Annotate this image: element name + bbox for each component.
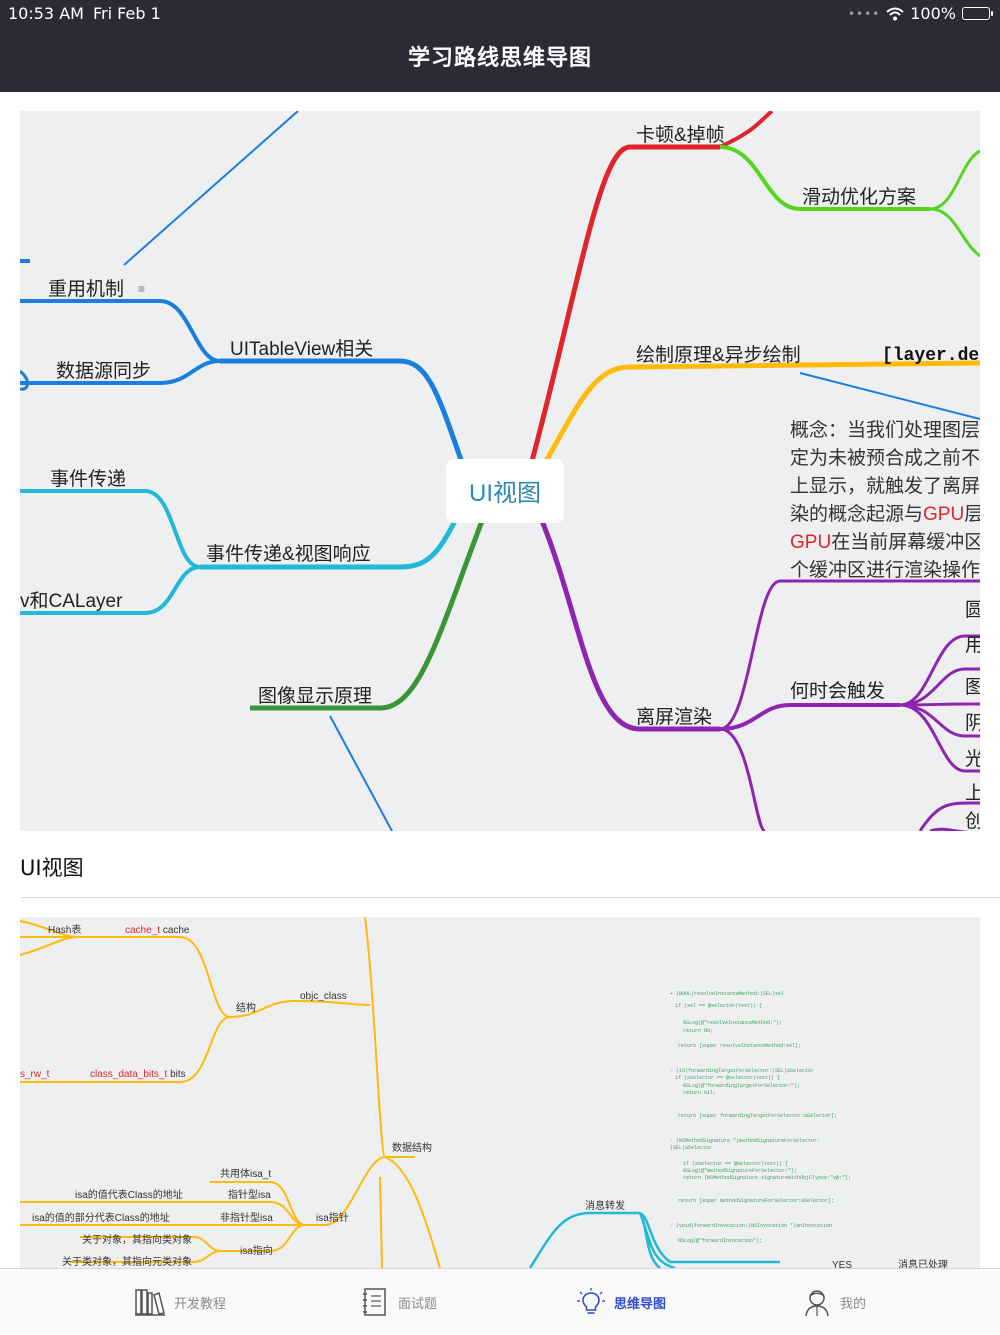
battery-percent: 100%	[910, 4, 956, 23]
node-stutter: 卡顿&掉帧	[636, 124, 725, 146]
node-calayer: v和CALayer	[20, 590, 123, 612]
lightbulb-icon	[577, 1288, 605, 1314]
rt-isa-val1: isa的值代表Class的地址	[75, 1188, 183, 1201]
concept-line-5: GPU在当前屏幕缓冲区	[790, 531, 980, 553]
rt-cache: cache_t cache	[125, 925, 190, 936]
top-bar: 10:53 AM Fri Feb 1 •••• 100% 学习路线思维导图	[0, 0, 1000, 92]
node-scroll-opt: 滑动优化方案	[802, 186, 916, 208]
node-reuse: 重用机制	[48, 278, 124, 300]
rt-rw: s_rw_t	[20, 1069, 50, 1080]
trigger-item-2: 用	[965, 635, 980, 656]
note-icon: ≡	[138, 282, 145, 296]
tab-interview-label: 面试题	[398, 1296, 438, 1312]
rt-yes: YES	[832, 1260, 852, 1268]
svg-text:+ (BOOL)resolveInstanceMethod:: + (BOOL)resolveInstanceMethod:(SEL)sel	[670, 991, 784, 997]
rt-msg-done: 消息已处理	[898, 1258, 948, 1268]
rt-bits: class_data_bits_t bits	[90, 1069, 186, 1080]
svg-text:- (void)forwardInvocation:(NSI: - (void)forwardInvocation:(NSInvocation …	[670, 1223, 832, 1229]
svg-text:(SEL)aSelector: (SEL)aSelector	[670, 1145, 712, 1151]
node-trigger: 何时会触发	[790, 680, 885, 702]
svg-text:- (id)forwardingTargetForSelec: - (id)forwardingTargetForSelector:(SEL)a…	[670, 1068, 814, 1074]
rt-about-obj: 关于对象，其指向类对象	[82, 1233, 192, 1246]
concept-line-6: 个缓冲区进行渲染操作	[790, 559, 980, 581]
notebook-icon	[363, 1288, 386, 1316]
rt-ptr-isa: 指针型isa	[228, 1188, 271, 1201]
rt-about-cls: 关于类对象，其指向元类对象	[62, 1255, 192, 1268]
tab-tutorials-label: 开发教程	[174, 1296, 227, 1312]
rt-objc-class: objc_class	[300, 991, 347, 1002]
trigger-item-4: 阴	[965, 712, 980, 734]
svg-text:NSLog(@"forwardInvocation");: NSLog(@"forwardInvocation");	[678, 1238, 762, 1244]
node-datasync: 数据源同步	[56, 360, 151, 382]
svg-text:if (sel == @selector(test)) {: if (sel == @selector(test)) {	[675, 1003, 762, 1009]
wifi-icon	[886, 7, 904, 20]
tab-mindmap[interactable]: 思维导图	[576, 1269, 666, 1335]
node-draw: 绘制原理&异步绘制	[636, 344, 801, 366]
svg-text:if (aSelector == @selector(tes: if (aSelector == @selector(test)) {	[675, 1075, 780, 1081]
signal-icon: ••••	[847, 6, 881, 21]
rt-isa-ptr: isa指针	[316, 1211, 349, 1224]
node-event-pass: 事件传递	[50, 468, 126, 490]
rt-hash: Hash表	[48, 923, 81, 936]
card-divider	[20, 897, 1000, 898]
rt-isa-val2: isa的值的部分代表Class的地址	[32, 1211, 170, 1224]
node-offscreen: 离屏渲染	[636, 706, 712, 728]
svg-text:NSLog(@"forwardingTargetForSel: NSLog(@"forwardingTargetForSelector:");	[683, 1083, 800, 1089]
svg-text:return nil;: return nil;	[683, 1090, 716, 1096]
profile-icon	[805, 1290, 829, 1317]
more-item-2: 创	[965, 810, 980, 831]
mindmap-image-ui-view[interactable]: UI视图 UITableView相关 重用机制 ≡ 数据源同步 事件传递&视图响…	[20, 111, 980, 831]
more-item-1: 上	[965, 782, 980, 804]
node-layer-code: [layer.del	[882, 346, 980, 366]
trigger-item-3: 图	[965, 677, 980, 698]
svg-text:NSLog(@"methodSignatureForSele: NSLog(@"methodSignatureForSelector:");	[683, 1168, 797, 1174]
tab-profile[interactable]: 我的	[802, 1269, 866, 1335]
status-time: 10:53 AM	[8, 4, 84, 23]
concept-line-3: 上显示，就触发了离屏	[790, 475, 980, 497]
node-image-display: 图像显示原理	[258, 685, 372, 707]
svg-text:return [super methodSignatureF: return [super methodSignatureForSelector…	[678, 1198, 834, 1204]
mindmap-list[interactable]: UI视图 UITableView相关 重用机制 ≡ 数据源同步 事件传递&视图响…	[0, 92, 1000, 1268]
tab-mindmap-label: 思维导图	[614, 1296, 667, 1312]
node-event: 事件传递&视图响应	[206, 543, 371, 565]
center-node: UI视图	[469, 480, 541, 507]
concept-line-2: 定为未被预合成之前不	[790, 447, 980, 469]
rt-msg-fwd: 消息转发	[585, 1199, 625, 1212]
status-bar: 10:53 AM Fri Feb 1 •••• 100%	[0, 0, 1000, 28]
svg-text:return [super resolveInstanceM: return [super resolveInstanceMethod:sel]…	[678, 1043, 801, 1049]
svg-text:- (NSMethodSignature *)methodS: - (NSMethodSignature *)methodSignatureFo…	[670, 1138, 820, 1144]
status-right: •••• 100%	[847, 4, 993, 23]
card-title-ui-view[interactable]: UI视图	[20, 856, 84, 880]
battery-icon	[962, 7, 993, 20]
ui-view-mindmap: UI视图 UITableView相关 重用机制 ≡ 数据源同步 事件传递&视图响…	[20, 111, 980, 831]
tab-tutorials[interactable]: 开发教程	[134, 1269, 226, 1335]
rt-struct: 结构	[236, 1001, 256, 1014]
concept-line-4: 染的概念起源与GPU层	[790, 502, 980, 525]
node-tableview: UITableView相关	[230, 338, 373, 360]
tab-interview[interactable]: 面试题	[360, 1269, 437, 1335]
svg-text:return [super forwardingTarget: return [super forwardingTargetForSelecto…	[678, 1113, 837, 1119]
page-title: 学习路线思维导图	[407, 46, 592, 71]
trigger-item-5: 光	[965, 748, 980, 770]
rt-data-struct: 数据结构	[392, 1141, 432, 1154]
runtime-mindmap: + (BOOL)resolveInstanceMethod:(SEL)sel i…	[20, 917, 948, 1268]
books-icon	[135, 1289, 165, 1316]
svg-text:NSLog(@"resolveInstanceMethod:: NSLog(@"resolveInstanceMethod:");	[683, 1020, 782, 1026]
svg-text:return NO;: return NO;	[683, 1028, 713, 1034]
concept-line-1: 概念：当我们处理图层	[790, 418, 980, 441]
tab-profile-label: 我的	[840, 1296, 867, 1312]
rt-nonptr-isa: 非指针型isa	[220, 1211, 273, 1224]
trigger-item-1: 圆	[965, 600, 980, 621]
rt-isa-point: isa指向	[240, 1244, 273, 1257]
svg-text:return [NSMethodSignature sign: return [NSMethodSignature signatureWithO…	[683, 1175, 851, 1181]
status-date: Fri Feb 1	[93, 4, 161, 23]
svg-text:if (aSelector == @selector(tes: if (aSelector == @selector(test)) {	[683, 1161, 788, 1167]
rt-union-isa: 共用体isa_t	[220, 1168, 271, 1180]
mindmap-image-runtime[interactable]: + (BOOL)resolveInstanceMethod:(SEL)sel i…	[20, 917, 980, 1268]
tab-bar: 开发教程 面试题 思维导图	[0, 1268, 1000, 1334]
